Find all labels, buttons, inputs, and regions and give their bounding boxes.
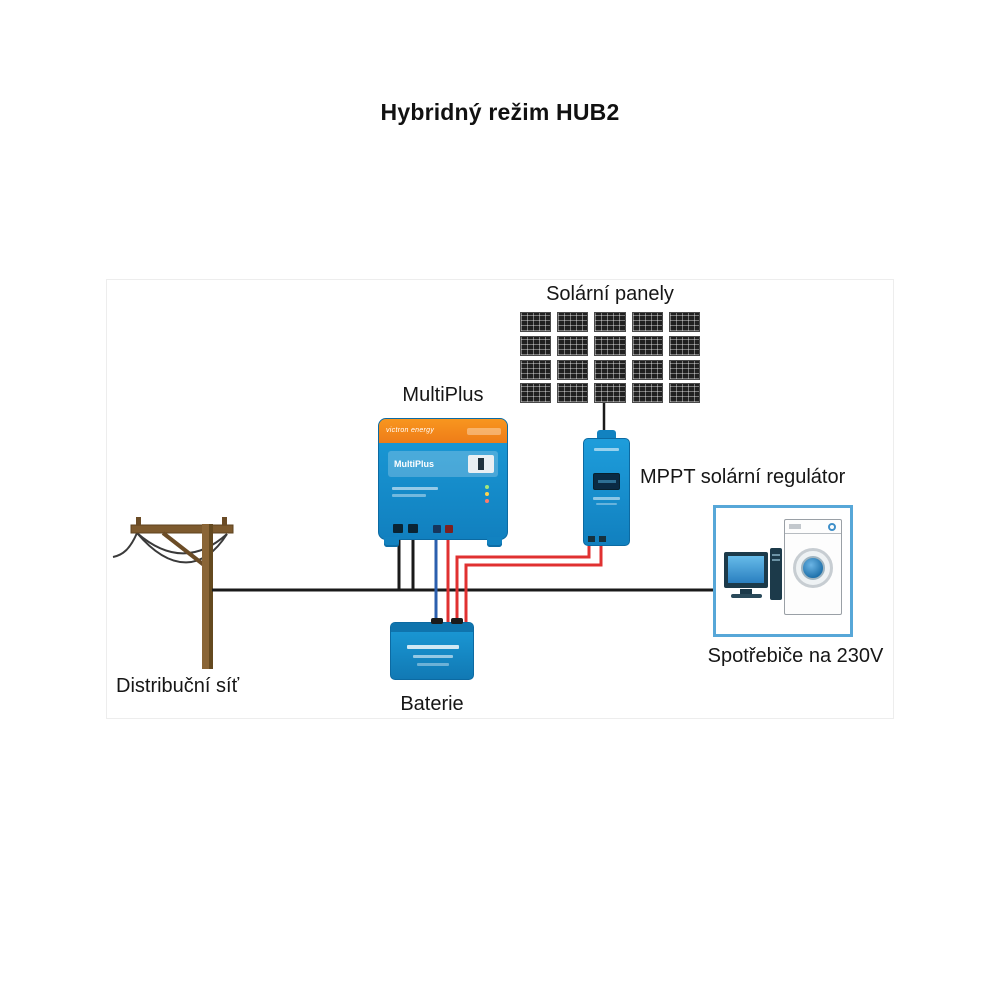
mppt-brand-bar [594, 448, 619, 451]
tower-drive-slot-1 [772, 554, 780, 556]
washer-door [793, 548, 833, 588]
solar-panel [520, 312, 552, 332]
battery-top-strip [391, 623, 473, 632]
multiplus-inverter: victron energy MultiPlus [378, 418, 508, 547]
multiplus-label-strip: MultiPlus [388, 451, 498, 477]
multiplus-model-text: MultiPlus [394, 459, 434, 469]
computer-monitor [724, 552, 768, 588]
solar-panel [557, 312, 589, 332]
computer-tower [770, 548, 782, 600]
solar-panel-array [520, 312, 700, 404]
multiplus-ac-connector-1 [393, 524, 403, 533]
mppt-body [583, 438, 630, 546]
distribution-grid-label: Distribuční síť [116, 675, 240, 697]
appliances-box [713, 505, 853, 637]
solar-panel [557, 383, 589, 404]
solar-panel [520, 383, 552, 404]
washer-door-glass [801, 556, 825, 580]
mppt-charge-controller [583, 430, 630, 546]
solar-panel [594, 359, 626, 380]
mppt-display-readout [598, 480, 616, 483]
solar-panel [520, 335, 552, 356]
solar-panel [594, 312, 626, 332]
solar-panel [631, 335, 663, 356]
mppt-mount-tab [597, 430, 616, 440]
multiplus-mount-flange-right [487, 537, 502, 547]
multiplus-text-bar-2 [392, 494, 426, 497]
mppt-terminal-2 [599, 536, 606, 542]
multiplus-model-bar [467, 428, 501, 435]
monitor-stand [740, 589, 752, 594]
battery-terminal-positive [451, 618, 463, 624]
solar-panel [557, 359, 589, 380]
mppt-text-bar-1 [593, 497, 620, 500]
multiplus-led-green [485, 485, 489, 489]
mppt-terminal-1 [588, 536, 595, 542]
multiplus-text-bar-1 [392, 487, 438, 490]
solar-panel [668, 312, 700, 332]
solar-panel [594, 383, 626, 404]
solar-panel [668, 383, 700, 404]
multiplus-mount-flange-left [384, 537, 399, 547]
multiplus-orange-band: victron energy [379, 419, 507, 443]
mppt-display [593, 473, 620, 490]
battery [390, 618, 474, 680]
multiplus-dc-terminal-positive [445, 525, 453, 533]
battery-text-bar-3 [417, 663, 449, 666]
monitor-base [731, 594, 762, 598]
multiplus-dc-terminal-negative [433, 525, 441, 533]
diagram-frame [106, 279, 894, 719]
solar-panels-label: Solární panely [546, 283, 674, 305]
battery-terminal-negative [431, 618, 443, 624]
washing-machine [784, 519, 842, 615]
tower-drive-slot-2 [772, 559, 780, 561]
multiplus-ac-connector-2 [408, 524, 418, 533]
multiplus-led-red [485, 499, 489, 503]
solar-panel [594, 335, 626, 356]
multiplus-label: MultiPlus [402, 384, 484, 406]
solar-panel [557, 335, 589, 356]
solar-panel [631, 383, 663, 404]
computer-screen [728, 556, 764, 583]
victron-brand-text: victron energy [386, 427, 435, 434]
mppt-label: MPPT solární regulátor [640, 466, 846, 488]
multiplus-led-yellow [485, 492, 489, 496]
battery-text-bar-1 [407, 645, 459, 649]
appliances-label: Spotřebiče na 230V [707, 645, 884, 667]
multiplus-switch-knob [478, 458, 484, 470]
battery-label: Baterie [400, 693, 464, 715]
page-title: Hybridný režim HUB2 [380, 99, 620, 125]
battery-text-bar-2 [413, 655, 453, 658]
solar-panel [631, 359, 663, 380]
multiplus-switch [468, 455, 494, 473]
solar-panel [631, 312, 663, 332]
washer-control-panel [785, 520, 841, 534]
washer-detergent-drawer [789, 524, 801, 529]
washer-knob [828, 523, 836, 531]
solar-panel [520, 359, 552, 380]
solar-panel [668, 359, 700, 380]
solar-panel [668, 335, 700, 356]
mppt-text-bar-2 [596, 503, 617, 505]
